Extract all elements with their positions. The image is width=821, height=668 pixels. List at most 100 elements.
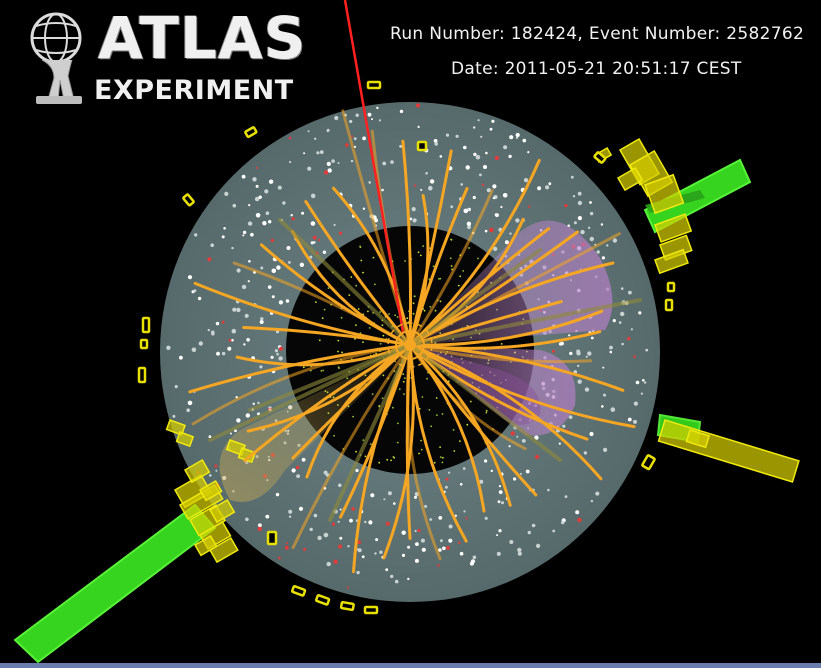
- calorimeter-hit: [580, 229, 585, 235]
- muon-hit: [366, 80, 382, 90]
- calorimeter-hit: [309, 255, 313, 259]
- calorimeter-hit: [521, 439, 526, 443]
- inner-hit: [421, 396, 424, 398]
- calorimeter-hit: [256, 166, 259, 169]
- calorimeter-hit: [355, 113, 359, 117]
- track: [408, 343, 512, 507]
- calorimeter-hit: [590, 336, 594, 340]
- calorimeter-hit: [509, 540, 514, 544]
- calorimeter-hit: [270, 238, 274, 243]
- calorimeter-hit: [490, 469, 493, 473]
- calorimeter-hit: [525, 469, 530, 474]
- calorimeter-hit: [326, 161, 331, 166]
- track: [408, 149, 453, 347]
- calorimeter-hit: [197, 296, 202, 301]
- inner-hit: [500, 343, 503, 345]
- calorimeter-hit: [523, 178, 529, 183]
- muon-hit: [664, 298, 674, 312]
- calorimeter-hit: [267, 285, 272, 289]
- calorimeter-hit: [459, 551, 464, 556]
- calorimeter-hit: [278, 356, 283, 361]
- inner-hit: [367, 310, 369, 313]
- calorimeter-hit: [433, 139, 438, 143]
- calorimeter-hit: [583, 451, 588, 455]
- calorimeter-hit: [633, 419, 637, 424]
- inner-hit: [466, 423, 469, 426]
- track: [243, 343, 412, 462]
- muon-hit: [666, 281, 676, 293]
- calorimeter-hit: [633, 401, 639, 406]
- calorimeter-hit: [577, 364, 580, 368]
- inner-hit: [468, 247, 470, 249]
- calorimeter-hit: [322, 250, 327, 254]
- calorimeter-hit: [228, 339, 232, 342]
- calorimeter-hit: [314, 137, 317, 140]
- calorimeter-hit: [569, 351, 573, 356]
- inner-hit: [422, 245, 425, 248]
- calorimeter-hit: [231, 246, 234, 250]
- calorimeter-hit: [568, 334, 571, 337]
- calorimeter-hit: [349, 119, 353, 124]
- inner-hit: [404, 377, 406, 380]
- calorimeter-hit: [603, 447, 608, 452]
- inner-hit: [429, 305, 432, 308]
- event-date: Date: 2011-05-21 20:51:17 CEST: [451, 59, 742, 79]
- calorimeter-hit: [289, 160, 292, 164]
- energy-tower: [165, 419, 186, 436]
- calorimeter-hit: [327, 168, 332, 173]
- calorimeter-hit: [383, 498, 386, 501]
- muon-hits: [137, 80, 676, 615]
- calorimeter-hit: [207, 257, 212, 262]
- calorimeter-hit: [527, 151, 530, 154]
- calorimeter-hit: [268, 179, 274, 184]
- calorimeter-hit: [415, 103, 421, 108]
- calorimeter-hit: [503, 145, 508, 150]
- calorimeter-hit: [310, 221, 316, 226]
- calorimeter-hit: [216, 351, 220, 356]
- calorimeter-hit: [245, 413, 250, 418]
- inner-hit: [426, 377, 428, 380]
- calorimeter-hit: [590, 499, 594, 503]
- calorimeter-hit: [600, 223, 604, 226]
- calorimeter-hit: [455, 134, 459, 138]
- calorimeter-hit: [286, 542, 289, 545]
- calorimeter-hit: [627, 417, 632, 422]
- calorimeter-hit: [270, 355, 274, 359]
- inner-hit: [433, 461, 436, 464]
- calorimeter-hit: [331, 522, 336, 526]
- inner-hit: [382, 374, 385, 377]
- inner-hit: [434, 309, 437, 312]
- inner-hit: [337, 339, 340, 342]
- calorimeter-hit: [596, 250, 600, 254]
- inner-hit: [381, 324, 384, 327]
- muon-hit: [137, 366, 147, 384]
- track: [291, 230, 412, 347]
- calorimeter-hit: [351, 135, 354, 138]
- calorimeter-hit: [465, 517, 468, 520]
- calorimeter-hit: [473, 152, 477, 157]
- run-event-number: Run Number: 182424, Event Number: 258276…: [390, 24, 805, 44]
- calorimeter-hit: [513, 477, 517, 481]
- calorimeter-hit: [584, 387, 590, 392]
- calorimeter-hit: [390, 160, 394, 164]
- calorimeter-hit: [463, 208, 469, 214]
- calorimeter-hit: [495, 213, 499, 218]
- calorimeter-hit: [645, 348, 649, 352]
- calorimeter-hit: [484, 459, 488, 463]
- calorimeter-hit: [264, 189, 269, 194]
- calorimeter-hit: [271, 295, 275, 299]
- calorimeter-hit: [179, 355, 183, 360]
- calorimeter-hit: [337, 520, 340, 523]
- inner-hit: [364, 455, 367, 458]
- logo-word-atlas: ATLAS: [98, 4, 307, 72]
- calorimeter-hit: [414, 495, 417, 499]
- calorimeter-hit: [301, 211, 305, 215]
- inner-hit: [432, 265, 435, 268]
- inner-hit: [348, 294, 351, 296]
- calorimeter-hit: [364, 520, 367, 524]
- calorimeter-hit: [260, 266, 264, 270]
- inner-hit: [459, 440, 461, 442]
- calorimeter-hit: [187, 400, 193, 406]
- inner-hit: [428, 409, 431, 411]
- energy-tower: [193, 534, 218, 557]
